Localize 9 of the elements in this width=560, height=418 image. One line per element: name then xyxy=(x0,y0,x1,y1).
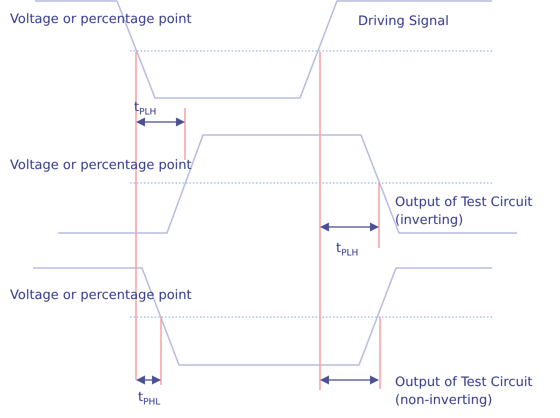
timing-label: t$_{PLH}$ xyxy=(336,240,358,261)
axis-label: Voltage or percentage point xyxy=(10,157,192,175)
signal-label: Driving Signal xyxy=(358,13,449,31)
timing-label: t$_{PHL}$ xyxy=(138,389,160,410)
axis-label: Voltage or percentage point xyxy=(10,11,192,29)
timing-label: t$_{PLH}$ xyxy=(134,99,156,120)
axis-label: Voltage or percentage point xyxy=(10,287,192,305)
signal-label: Output of Test Circuit (inverting) xyxy=(395,194,534,230)
signal-label: Output of Test Circuit (non-inverting) xyxy=(395,374,534,410)
